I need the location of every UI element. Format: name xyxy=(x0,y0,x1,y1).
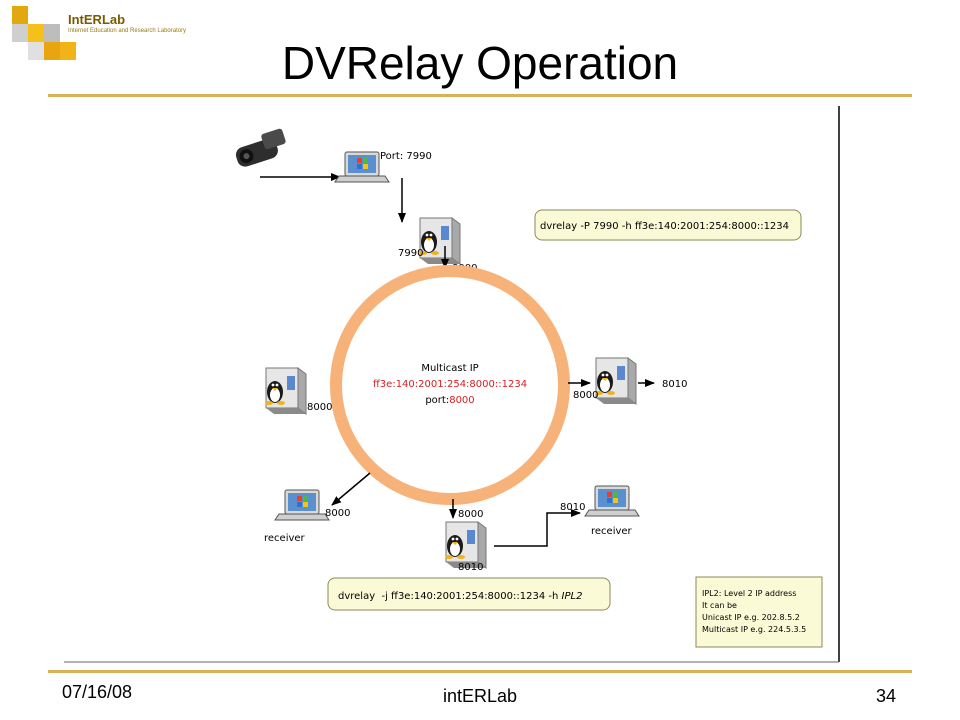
right-server-in-port: 8000 xyxy=(573,390,598,401)
left-server-port: 8000 xyxy=(307,402,332,413)
intERLab-logo: IntERLab Internet Education and Research… xyxy=(10,2,186,72)
ring-port-label: port: xyxy=(425,395,449,406)
receiver-left-port: 8000 xyxy=(325,508,350,519)
cmd-top-callout xyxy=(534,209,802,241)
ring-port-value: 8000 xyxy=(449,395,474,406)
dvrelay-diagram: Port: 7990 7990 8000 dvrelay -P 7990 -h … xyxy=(64,106,840,663)
ring-port-line: port:8000 xyxy=(425,395,474,406)
cube-logo-icon xyxy=(12,6,76,60)
relay-server-top-icon xyxy=(418,217,461,265)
camcorder-icon xyxy=(235,128,286,167)
slide-title: DVRelay Operation xyxy=(281,37,679,89)
multicast-ring xyxy=(330,265,570,505)
cmd-bottom-text: dvrelay -j ff3e:140:2001:254:8000::1234 … xyxy=(338,591,582,602)
receiver-left-label: receiver xyxy=(264,533,306,544)
ring-to-left-receiver-arrow xyxy=(331,472,371,506)
bottom-server-in-port: 8000 xyxy=(458,509,483,520)
receiver-right-label: receiver xyxy=(591,526,633,537)
right-server-out-port: 8010 xyxy=(662,379,687,390)
cmd-bottom-callout xyxy=(327,577,611,611)
ring-address: ff3e:140:2001:254:8000::1234 xyxy=(373,379,527,390)
footer-divider xyxy=(48,670,912,673)
ipl2-note-box xyxy=(695,576,823,648)
relay-server-left-icon xyxy=(264,367,307,415)
note-line-2: It can be xyxy=(702,601,737,610)
footer-center-text: intERLab xyxy=(442,686,518,706)
note-line-1: IPL2: Level 2 IP address xyxy=(702,589,796,598)
note-line-3: Unicast IP e.g. 202.8.5.2 xyxy=(702,613,800,622)
relay-in-port: 7990 xyxy=(398,248,423,259)
top-port-label: Port: 7990 xyxy=(380,151,432,162)
page-number: 34 xyxy=(876,686,897,706)
logo-tagline: Internet Education and Research Laborato… xyxy=(68,28,187,34)
receiver-right-laptop-icon xyxy=(584,485,640,517)
logo-text: IntERLab xyxy=(68,12,126,27)
ring-title: Multicast IP xyxy=(421,363,478,374)
receiver-right-port: 8010 xyxy=(560,502,585,513)
note-line-4: Multicast IP e.g. 224.5.3.5 xyxy=(702,625,806,634)
title-divider xyxy=(48,94,912,97)
relay-server-right-icon xyxy=(594,357,637,405)
cmd-bottom-italic: IPL2 xyxy=(562,591,583,602)
receiver-left-laptop-icon xyxy=(274,489,330,521)
cmd-top-text: dvrelay -P 7990 -h ff3e:140:2001:254:800… xyxy=(540,221,789,232)
footer-date: 07/16/08 xyxy=(62,682,133,702)
bottom-server-out-port: 8010 xyxy=(458,562,483,573)
cmd-bottom-prefix: dvrelay -j ff3e:140:2001:254:8000::1234 … xyxy=(338,591,562,602)
bottom-relay-to-receiver-arrow xyxy=(494,509,581,547)
